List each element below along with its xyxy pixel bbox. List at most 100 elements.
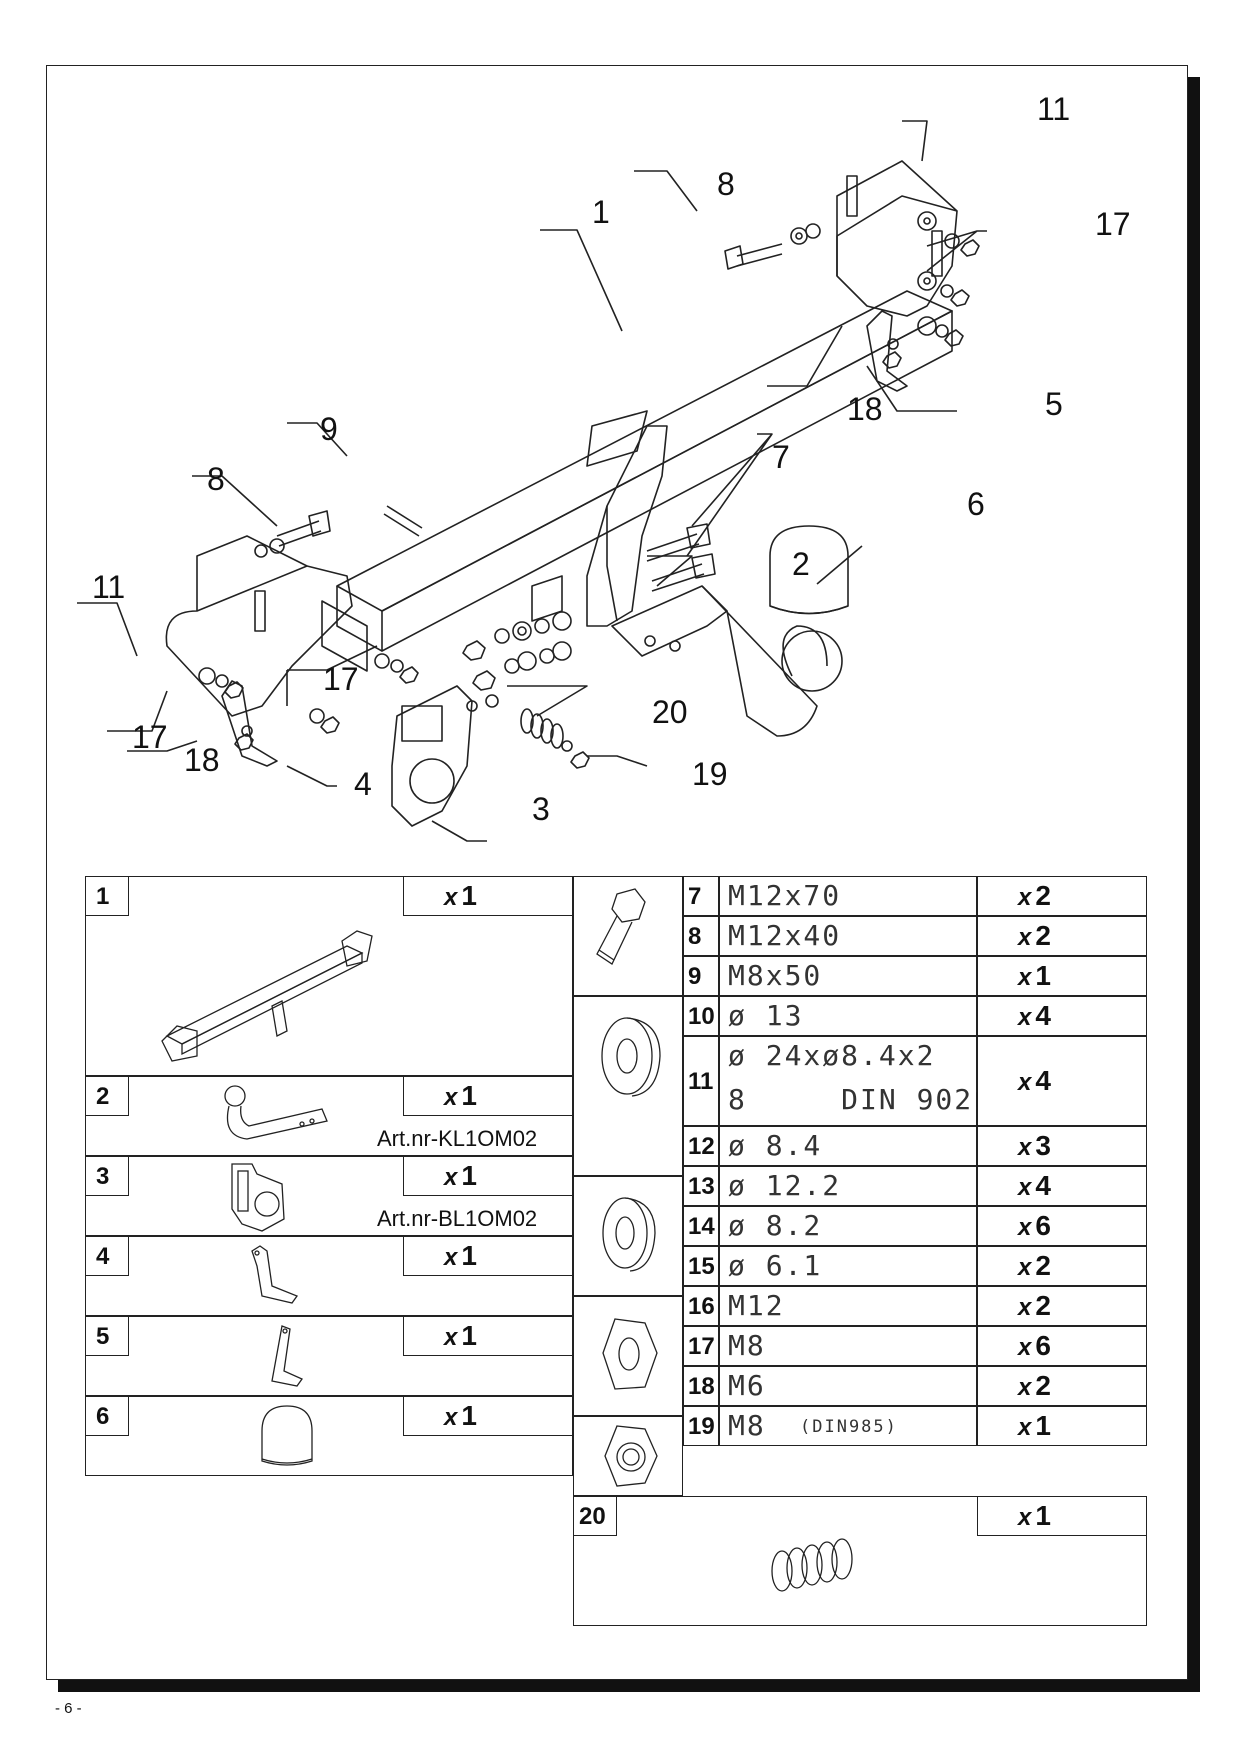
hex-nut-icon — [602, 1318, 658, 1390]
spring-20 — [520, 708, 573, 752]
left-row-2-num: 2 — [85, 1076, 129, 1116]
spec-row-num: 9 — [683, 956, 719, 996]
left-row-6-num: 6 — [85, 1396, 129, 1436]
left-row-2-article: Art.nr-KL1OM02 — [377, 1126, 538, 1151]
bolt-8-right — [736, 243, 783, 267]
qty-value: 2 — [1035, 1250, 1051, 1281]
qty-value: 1 — [1035, 1410, 1051, 1441]
spec-text: M12x70 — [728, 879, 842, 912]
callout-17-right: 17 — [1095, 206, 1131, 242]
right-group-spring-washers — [573, 1176, 683, 1296]
spec-row-spec: ø 13 — [719, 996, 977, 1036]
crossbar-thumbnail-icon — [161, 930, 373, 1062]
qty-value: 4 — [1035, 1170, 1051, 1201]
left-row-4-num: 4 — [85, 1236, 129, 1276]
spec-text: M8 — [728, 1409, 766, 1442]
spec-row-num: 18 — [683, 1366, 719, 1406]
callout-17-mid: 17 — [323, 661, 359, 697]
spec-row-spec: M8x50 — [719, 956, 977, 996]
qty-prefix: x — [1018, 1069, 1032, 1096]
spec-row-num: 10 — [683, 996, 719, 1036]
callout-8-right: 8 — [717, 166, 735, 202]
page-frame: 1 2 3 4 5 6 7 8 8 9 11 11 17 17 17 18 18… — [46, 65, 1188, 1680]
crossbar-beam — [336, 290, 953, 612]
left-row-5-num: 5 — [85, 1316, 129, 1356]
socket-plate-thumbnail-icon — [231, 1163, 285, 1232]
bracket-4-thumbnail-icon — [251, 1245, 299, 1304]
tow-ball-thumbnail-icon — [224, 1085, 328, 1140]
spec-row-num: 13 — [683, 1166, 719, 1206]
callout-17-left: 17 — [132, 719, 168, 755]
bolt-9 — [383, 505, 423, 537]
tow-ball-2 — [611, 585, 843, 737]
spec-row-num: 14 — [683, 1206, 719, 1246]
spring-washer-icon — [602, 1197, 656, 1272]
spec-row-num: 8 — [683, 916, 719, 956]
right-group-flat-washers — [573, 996, 683, 1176]
spec-text: M12 — [728, 1289, 785, 1322]
spec-number: 15 — [688, 1253, 715, 1280]
spec-number: 12 — [688, 1133, 715, 1160]
page-number: - 6 - — [55, 1700, 82, 1717]
spec-number: 13 — [688, 1173, 715, 1200]
qty-value: 3 — [1035, 1130, 1051, 1161]
spec-text: ø 24xø8.4x2 — [728, 1039, 936, 1072]
spec-number: 7 — [688, 883, 702, 910]
qty-prefix: x — [1018, 924, 1032, 951]
qty-value: 6 — [1035, 1330, 1051, 1361]
spec-number: 16 — [688, 1293, 715, 1320]
spring-icon — [771, 1538, 853, 1592]
ball-cap-thumbnail-icon — [261, 1405, 313, 1466]
spec-row-spec: ø 12.2 — [719, 1166, 977, 1206]
ball-cap-6 — [769, 525, 849, 615]
spec-row-spec: M6 — [719, 1366, 977, 1406]
bolt-8-left — [276, 520, 322, 547]
spec-row-num: 19 — [683, 1406, 719, 1446]
callout-2: 2 — [792, 546, 810, 582]
qty-prefix: x — [1018, 964, 1032, 991]
qty-value: 1 — [1035, 960, 1051, 991]
spec-number: 11 — [688, 1068, 714, 1095]
spec-text-small: (DIN985) — [800, 1417, 898, 1437]
spec-row-spec: M12 — [719, 1286, 977, 1326]
flat-washer-icon — [601, 1017, 661, 1097]
left-row-1-num: 1 — [85, 876, 129, 916]
spec-text: ø 12.2 — [728, 1169, 842, 1202]
callout-3: 3 — [532, 791, 550, 827]
bracket-4 — [221, 680, 278, 767]
qty-prefix: x — [1018, 1414, 1032, 1441]
spec-row-num: 17 — [683, 1326, 719, 1366]
spec-row-spec: ø 8.2 — [719, 1206, 977, 1246]
right-bracket — [836, 195, 958, 317]
socket-plate-3 — [391, 685, 473, 827]
bracket-5 — [866, 310, 908, 392]
callout-6: 6 — [967, 486, 985, 522]
callout-7: 7 — [772, 439, 790, 475]
qty-prefix: x — [1018, 1294, 1032, 1321]
right-group-lock-nut — [573, 1416, 683, 1496]
qty-value: 2 — [1035, 880, 1051, 911]
ball-holder-plate — [586, 425, 668, 627]
spec-text: ø 8.4 — [728, 1129, 823, 1162]
callout-20: 20 — [652, 694, 688, 730]
spec-row-spec: M12x70 — [719, 876, 977, 916]
spec-number: 19 — [688, 1413, 715, 1440]
qty-prefix: x — [1018, 1254, 1032, 1281]
